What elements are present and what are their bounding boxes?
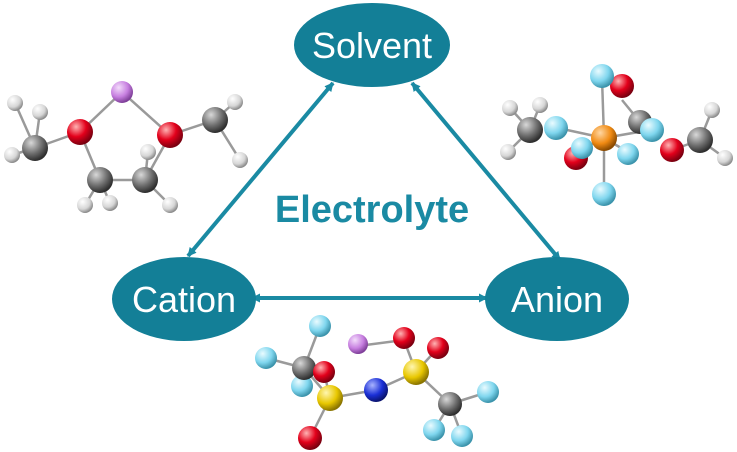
hydrogen-atom bbox=[77, 197, 93, 213]
fluorine-atom bbox=[617, 143, 639, 165]
carbon-atom bbox=[292, 356, 316, 380]
molecule-solvent bbox=[4, 81, 248, 213]
node-cation: Cation bbox=[112, 257, 256, 341]
hydrogen-atom bbox=[4, 147, 20, 163]
hydrogen-atom bbox=[532, 97, 548, 113]
node-anion: Anion bbox=[485, 257, 629, 341]
diagram-title: Electrolyte bbox=[275, 189, 469, 231]
nitrogen-atom bbox=[364, 378, 388, 402]
arrow-solvent-anion bbox=[410, 81, 562, 262]
sulfur-atom bbox=[403, 359, 429, 385]
hydrogen-atom bbox=[7, 95, 23, 111]
node-solvent-label: Solvent bbox=[312, 25, 432, 66]
fluorine-atom bbox=[592, 182, 616, 206]
fluorine-atom bbox=[451, 425, 473, 447]
oxygen-atom bbox=[298, 426, 322, 450]
carbon-atom bbox=[22, 135, 48, 161]
oxygen-atom bbox=[610, 74, 634, 98]
fluorine-atom bbox=[571, 137, 593, 159]
carbon-atom bbox=[517, 117, 543, 143]
hydrogen-atom bbox=[717, 150, 733, 166]
hydrogen-atom bbox=[704, 102, 720, 118]
node-cation-shape bbox=[112, 257, 256, 341]
hydrogen-atom bbox=[102, 195, 118, 211]
relation-arrows bbox=[186, 81, 562, 303]
oxygen-atom bbox=[157, 122, 183, 148]
node-cation-label: Cation bbox=[132, 279, 236, 320]
hydrogen-atom bbox=[232, 152, 248, 168]
oxygen-atom bbox=[427, 337, 449, 359]
hydrogen-atom bbox=[32, 104, 48, 120]
carbon-atom bbox=[132, 167, 158, 193]
hydrogen-atom bbox=[502, 100, 518, 116]
lithium-atom bbox=[111, 81, 133, 103]
oxygen-atom bbox=[660, 138, 684, 162]
oxygen-atom bbox=[313, 361, 335, 383]
node-solvent-shape bbox=[294, 3, 450, 87]
carbon-atom bbox=[687, 127, 713, 153]
arrow-solvent-cation bbox=[186, 81, 335, 258]
node-solvent: Solvent bbox=[294, 3, 450, 87]
oxygen-atom bbox=[393, 327, 415, 349]
fluorine-atom bbox=[544, 116, 568, 140]
hydrogen-atom bbox=[140, 144, 156, 160]
node-anion-shape bbox=[485, 257, 629, 341]
node-anion-label: Anion bbox=[511, 279, 603, 320]
fluorine-atom bbox=[255, 347, 277, 369]
hydrogen-atom bbox=[162, 197, 178, 213]
fluorine-atom bbox=[423, 419, 445, 441]
carbon-atom bbox=[87, 167, 113, 193]
fluorine-atom bbox=[309, 315, 331, 337]
molecule-anion-solvent bbox=[500, 64, 733, 206]
fluorine-atom bbox=[640, 118, 664, 142]
sulfur-atom bbox=[317, 385, 343, 411]
fluorine-atom bbox=[590, 64, 614, 88]
fluorine-atom bbox=[477, 381, 499, 403]
carbon-atom bbox=[438, 392, 462, 416]
carbon-atom bbox=[202, 107, 228, 133]
fluorine-atom bbox=[291, 375, 313, 397]
lithium-atom bbox=[348, 334, 368, 354]
oxygen-atom bbox=[67, 119, 93, 145]
molecule-cation-anion bbox=[255, 315, 499, 450]
phosphorus-atom bbox=[591, 125, 617, 151]
hydrogen-atom bbox=[227, 94, 243, 110]
hydrogen-atom bbox=[500, 144, 516, 160]
